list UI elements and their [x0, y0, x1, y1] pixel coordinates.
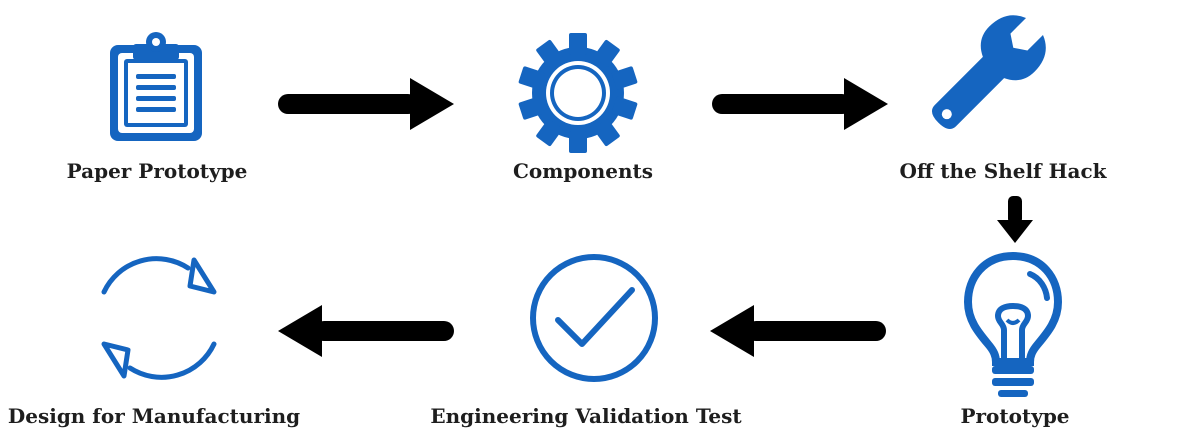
lightbulb-icon	[963, 251, 1063, 397]
gear-icon	[518, 33, 638, 153]
label-design-for-manufacturing: Design for Manufacturing	[7, 404, 301, 428]
arrow-prototype-to-evt	[710, 305, 886, 357]
cycle-arrows-icon	[101, 256, 217, 380]
arrow-hack-to-prototype	[997, 196, 1033, 243]
label-paper-prototype: Paper Prototype	[66, 159, 248, 183]
checkmark-circle-icon	[530, 254, 658, 382]
arrow-paper-to-components	[278, 78, 454, 130]
label-prototype: Prototype	[960, 404, 1070, 428]
label-off-the-shelf-hack: Off the Shelf Hack	[899, 159, 1107, 183]
wrench-icon	[931, 15, 1046, 130]
label-components: Components	[512, 159, 654, 183]
arrow-components-to-hack	[712, 78, 888, 130]
label-engineering-validation-test: Engineering Validation Test	[430, 404, 742, 428]
clipboard-icon	[110, 32, 202, 141]
arrow-evt-to-dfm	[278, 305, 454, 357]
